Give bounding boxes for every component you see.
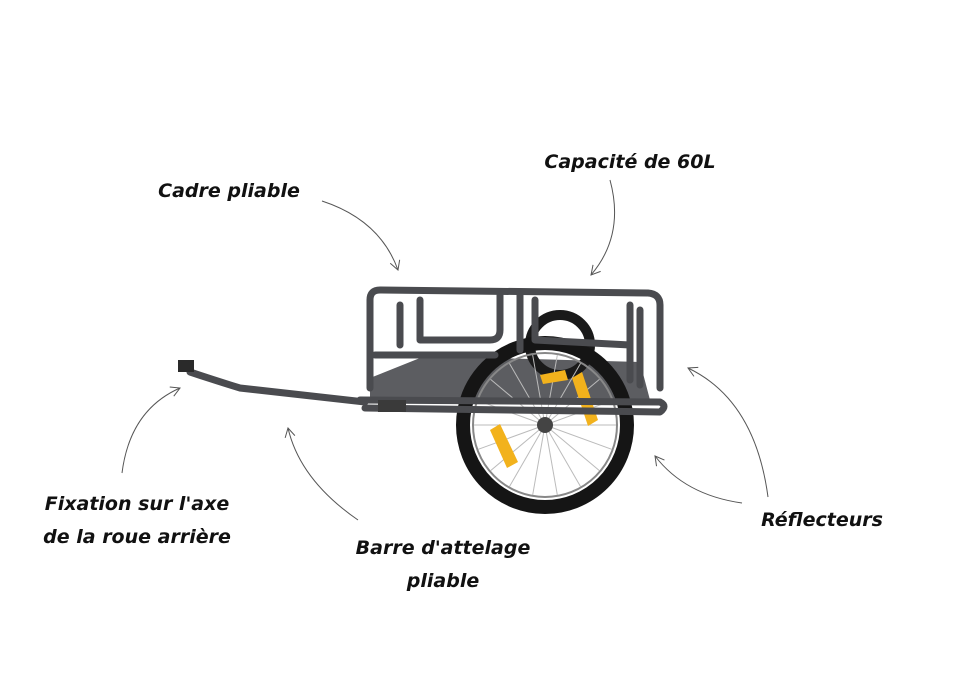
arrow-towbar — [284, 426, 359, 521]
arrow-mount — [121, 386, 181, 474]
spoke — [544, 424, 612, 450]
arrow-reflector-top — [687, 366, 769, 498]
spoke — [490, 424, 546, 472]
spoke — [544, 363, 581, 426]
label-mount-line2: de la roue arrière — [43, 526, 231, 548]
spoke — [544, 424, 558, 496]
arrow-frame — [321, 200, 401, 271]
spoke — [509, 363, 546, 426]
spoke — [478, 424, 546, 450]
arrow-capacity — [590, 179, 616, 276]
spoke — [544, 424, 581, 487]
label-towbar-line2: pliable — [406, 570, 480, 592]
tow-bar — [186, 368, 369, 406]
spoke — [509, 424, 546, 487]
label-frame: Cadre pliable — [158, 180, 300, 202]
label-mount-line1: Fixation sur l'axe — [44, 493, 230, 515]
label-reflectors: Réflecteurs — [761, 509, 883, 531]
label-towbar-line1: Barre d'attelage — [355, 537, 531, 559]
label-capacity: Capacité de 60L — [544, 151, 716, 173]
label-towbar: Barre d'attelage pliable — [356, 532, 531, 598]
axle-coupler — [178, 360, 194, 372]
arrow-reflector-wheel — [654, 455, 743, 504]
annotation-arrows — [121, 179, 769, 521]
spoke — [532, 424, 546, 496]
label-mount: Fixation sur l'axe de la roue arrière — [43, 488, 231, 554]
cargo-frame — [356, 286, 668, 416]
spoke — [544, 424, 600, 472]
